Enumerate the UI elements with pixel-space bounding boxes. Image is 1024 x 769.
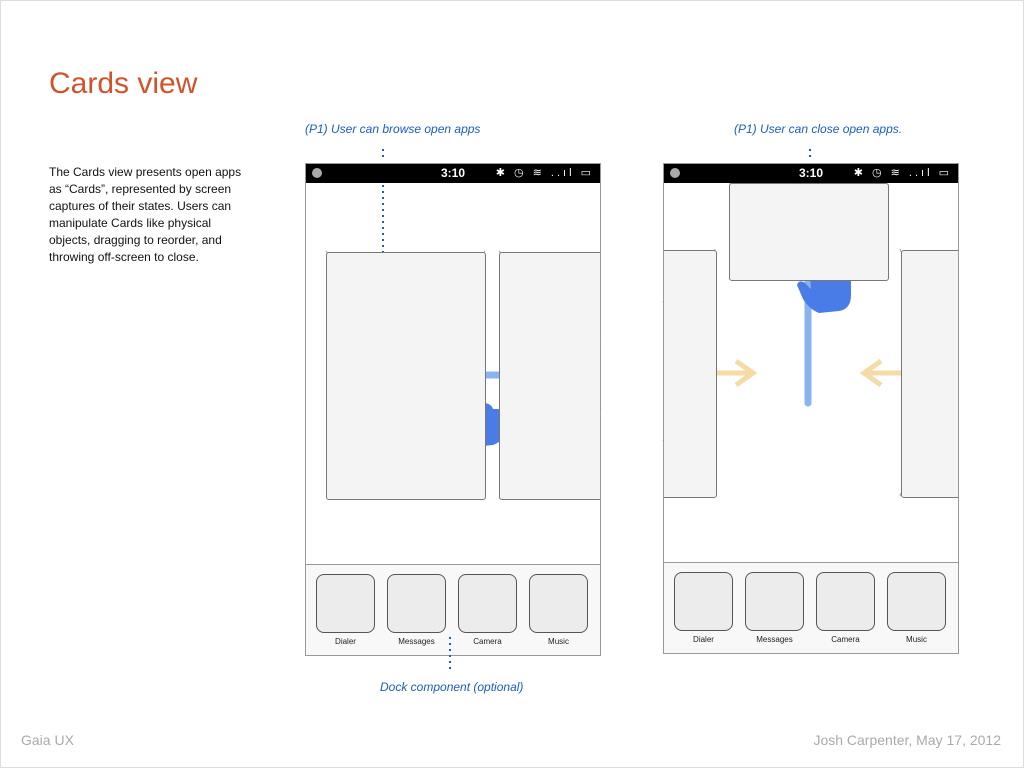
app-label: Messages (398, 637, 435, 646)
app-card[interactable] (326, 252, 486, 500)
page-title: Cards view (49, 67, 198, 100)
app-label: Camera (831, 635, 860, 644)
caption-close: (P1) User can close open apps. (734, 122, 903, 136)
clock: 3:10 (798, 166, 824, 180)
dock-app-camera[interactable] (816, 572, 875, 631)
app-label: Messages (756, 635, 793, 644)
dock-app-camera[interactable] (458, 574, 517, 633)
app-label: Dialer (335, 637, 356, 646)
phone-close: 3:10 ✱ ◷ ≋ ..ıl ▭ Dialer Messages Camera … (663, 163, 959, 654)
notification-dot-icon (312, 168, 322, 178)
status-icons: ✱ ◷ ≋ ..ıl ▭ (853, 167, 952, 179)
app-label: Music (906, 635, 927, 644)
app-card[interactable] (664, 250, 717, 498)
caption-dock: Dock component (optional) (380, 680, 524, 694)
dock: Dialer Messages Camera Music (664, 562, 958, 653)
app-label: Dialer (693, 635, 714, 644)
status-icons: ✱ ◷ ≋ ..ıl ▭ (495, 167, 594, 179)
dock-app-dialer[interactable] (674, 572, 733, 631)
app-card[interactable] (729, 183, 889, 281)
dock-app-messages[interactable] (387, 574, 446, 633)
app-label: Camera (473, 637, 502, 646)
notification-dot-icon (670, 168, 680, 178)
dock-app-music[interactable] (887, 572, 946, 631)
dock-app-messages[interactable] (745, 572, 804, 631)
caption-browse: (P1) User can browse open apps (305, 122, 481, 136)
status-bar: 3:10 ✱ ◷ ≋ ..ıl ▭ (306, 164, 600, 183)
dock: Dialer Messages Camera Music (306, 564, 600, 655)
dock-app-dialer[interactable] (316, 574, 375, 633)
app-card[interactable] (499, 252, 600, 500)
footer-left: Gaia UX (21, 732, 74, 748)
footer-right: Josh Carpenter, May 17, 2012 (813, 732, 1001, 748)
phone-browse: 3:10 ✱ ◷ ≋ ..ıl ▭ Dialer Messages Camera … (305, 163, 601, 656)
clock: 3:10 (440, 166, 466, 180)
description: The Cards view presents open apps as “Ca… (49, 165, 242, 264)
app-card[interactable] (901, 250, 958, 498)
status-bar: 3:10 ✱ ◷ ≋ ..ıl ▭ (664, 164, 958, 183)
app-label: Music (548, 637, 569, 646)
dock-app-music[interactable] (529, 574, 588, 633)
